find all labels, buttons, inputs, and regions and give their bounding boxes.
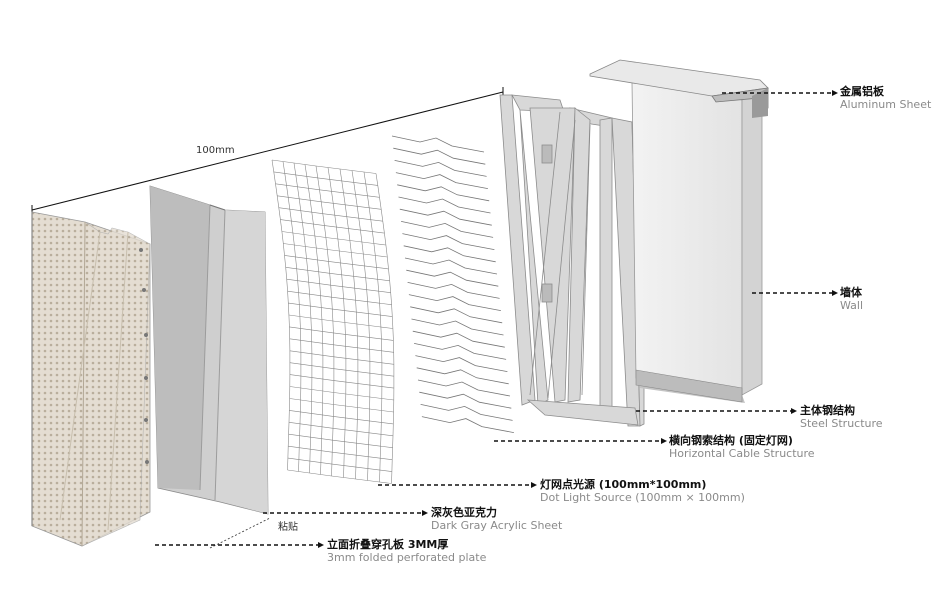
- leader-arrows: [318, 90, 838, 548]
- cable-line: [406, 269, 499, 287]
- cable-line: [417, 379, 511, 397]
- grid-row-line: [289, 398, 394, 413]
- dimension-label: 100mm: [196, 145, 235, 156]
- grid-row-line: [289, 350, 394, 365]
- cable-line: [407, 282, 500, 299]
- wall: [631, 81, 763, 403]
- paste-leader: [209, 517, 271, 549]
- cable-line: [399, 208, 492, 226]
- grid-row-line: [280, 219, 385, 234]
- grid-row-line: [278, 207, 383, 222]
- cable-line: [403, 245, 496, 263]
- grid-row-line: [277, 195, 382, 210]
- light-net-grid: [271, 159, 395, 484]
- grid-row-line: [288, 302, 393, 317]
- grid-row-line: [288, 314, 393, 329]
- cable-line: [416, 367, 509, 385]
- paste-label: 粘贴: [278, 522, 298, 533]
- cable-line: [395, 172, 488, 189]
- dot-light-label: 灯网点光源 (100mm*100mm) Dot Light Source (10…: [540, 478, 745, 504]
- grid-row-line: [289, 374, 394, 389]
- grid-row-line: [289, 386, 394, 401]
- cable-line: [394, 160, 487, 177]
- leader-lines: [155, 92, 834, 546]
- cable-line: [414, 343, 507, 360]
- cable-line: [391, 135, 485, 153]
- grid-row-line: [275, 183, 380, 198]
- perforated-plate: [31, 211, 151, 547]
- cable-line: [419, 391, 512, 409]
- cable-line: [404, 257, 498, 275]
- cable-line: [412, 330, 505, 348]
- grid-row-line: [289, 326, 394, 341]
- grid-row-line: [284, 255, 389, 270]
- dimension-line: [31, 87, 504, 215]
- grid-row-line: [288, 422, 394, 437]
- grid-row-line: [287, 469, 392, 484]
- cable-line: [398, 196, 491, 214]
- cable-line: [415, 355, 508, 372]
- grid-row-line: [273, 171, 378, 186]
- cable-line: [402, 233, 495, 250]
- steel-structure-label: 主体钢结构 Steel Structure: [800, 404, 883, 430]
- aluminum-sheet: [589, 59, 769, 118]
- aluminum-sheet-label: 金属铝板 Aluminum Sheet: [840, 85, 932, 111]
- grid-row-line: [287, 457, 392, 472]
- steel-frame: [499, 94, 651, 427]
- cable-line: [411, 318, 504, 336]
- acrylic-sheet: [149, 185, 269, 515]
- wall-label: 墙体 Wall: [840, 286, 864, 312]
- grid-row-line: [288, 433, 393, 448]
- grid-row-line: [286, 278, 391, 293]
- grid-row-line: [289, 362, 394, 377]
- cable-line: [401, 221, 494, 238]
- cable-line: [421, 416, 514, 433]
- grid-column-line: [271, 159, 291, 471]
- grid-row-line: [285, 267, 390, 282]
- cable-line: [410, 306, 503, 324]
- grid-row-line: [281, 231, 386, 246]
- grid-row-line: [287, 290, 392, 305]
- base-channel: [635, 369, 743, 403]
- horizontal-cable-label: 横向钢索结构 (固定灯网) Horizontal Cable Structure: [669, 434, 815, 460]
- cable-line: [420, 404, 513, 421]
- cable-line: [408, 294, 501, 311]
- grid-row-line: [289, 338, 394, 353]
- grid-row-line: [271, 159, 377, 174]
- acrylic-label: 深灰色亚克力 Dark Gray Acrylic Sheet: [431, 506, 563, 532]
- cable-line: [397, 184, 490, 202]
- grid-row-line: [283, 243, 388, 258]
- cable-line: [393, 147, 486, 165]
- grid-row-line: [289, 410, 394, 425]
- horizontal-cables: [391, 135, 514, 433]
- perforated-label: 立面折叠穿孔板 3MM厚 3mm folded perforated plate: [327, 538, 487, 564]
- grid-row-line: [288, 445, 393, 460]
